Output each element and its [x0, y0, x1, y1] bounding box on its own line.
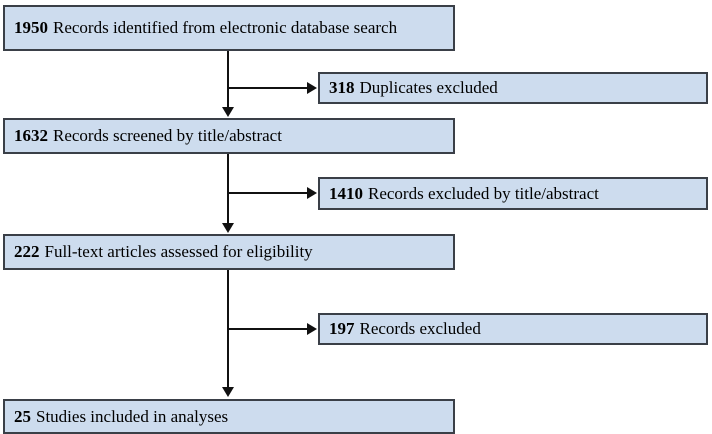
studies-included-count: 25 [14, 406, 31, 426]
arrow-down-3 [222, 270, 234, 397]
flow-box-studies-included: 25 Studies included in analyses [3, 399, 455, 434]
duplicates-excluded-count: 318 [329, 78, 355, 97]
records-screened-label: Records screened by title/abstract [53, 126, 282, 145]
flow-box-records-screened: 1632 Records screened by title/abstract [3, 118, 455, 154]
excluded-title-abstract-count: 1410 [329, 183, 363, 203]
records-identified-count: 1950 [14, 18, 48, 37]
records-identified-label: Records identified from electronic datab… [53, 18, 398, 37]
records-excluded-label: Records excluded [359, 319, 481, 338]
flow-box-duplicates-excluded: 318 Duplicates excluded [318, 72, 708, 104]
records-excluded-count: 197 [329, 319, 355, 338]
fulltext-assessed-label: Full-text articles assessed for eligibil… [44, 242, 313, 261]
flow-box-records-excluded: 197 Records excluded [318, 313, 708, 345]
arrow-right-2 [228, 187, 317, 199]
arrow-down-2 [222, 153, 234, 233]
fulltext-assessed-count: 222 [14, 242, 40, 261]
arrow-down-1 [222, 51, 234, 117]
records-screened-count: 1632 [14, 126, 48, 145]
flow-box-excluded-title-abstract: 1410 Records excluded by title/abstract [318, 177, 708, 210]
arrow-right-1 [228, 82, 317, 94]
flow-box-records-identified: 1950 Records identified from electronic … [3, 5, 455, 51]
studies-included-label: Studies included in analyses [36, 406, 229, 426]
arrow-right-3 [228, 323, 317, 335]
excluded-title-abstract-label: Records excluded by title/abstract [368, 183, 599, 203]
flow-box-fulltext-assessed: 222 Full-text articles assessed for elig… [3, 234, 455, 270]
duplicates-excluded-label: Duplicates excluded [359, 78, 498, 97]
